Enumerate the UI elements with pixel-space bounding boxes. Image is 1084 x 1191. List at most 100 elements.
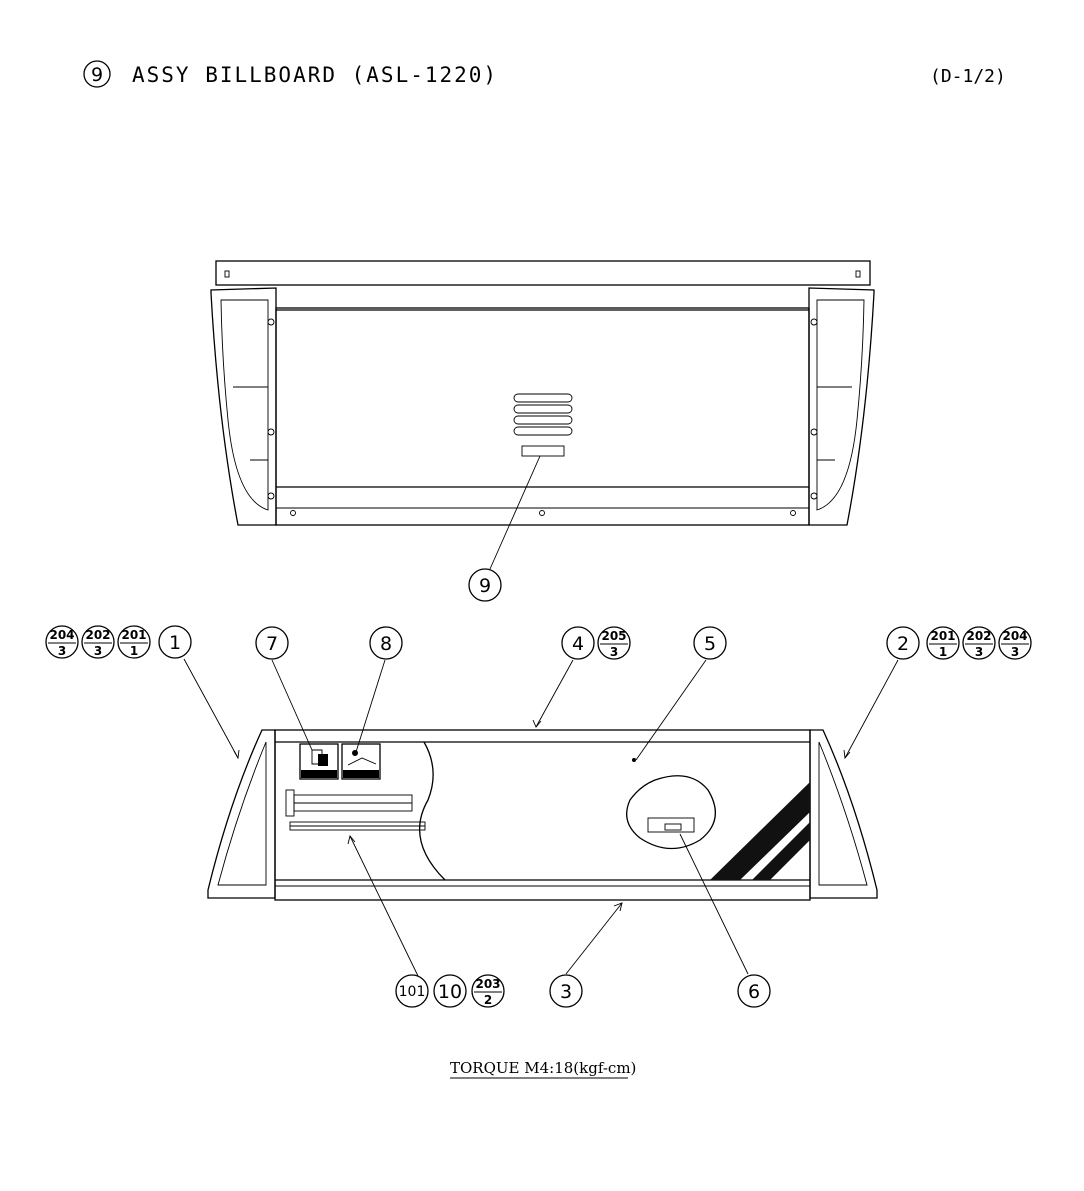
vent-slot bbox=[513, 426, 573, 436]
svg-text:3: 3 bbox=[975, 645, 983, 659]
svg-text:8: 8 bbox=[380, 633, 392, 655]
callout-4 bbox=[561, 626, 595, 660]
svg-text:4: 4 bbox=[572, 633, 584, 655]
warning-label-8 bbox=[341, 743, 381, 780]
left-end-cap-front bbox=[207, 729, 276, 899]
rear-panel bbox=[275, 307, 810, 526]
screw bbox=[267, 318, 275, 326]
cutaway-line bbox=[419, 741, 446, 881]
svg-text:9: 9 bbox=[479, 575, 491, 597]
leader-9 bbox=[489, 455, 541, 570]
svg-text:201: 201 bbox=[930, 629, 955, 643]
svg-text:1: 1 bbox=[130, 644, 138, 658]
fraction-204-3 bbox=[45, 625, 79, 659]
fraction-201-1 bbox=[926, 626, 960, 660]
svg-text:3: 3 bbox=[610, 645, 618, 659]
screw bbox=[810, 492, 818, 500]
svg-text:2: 2 bbox=[897, 633, 909, 655]
callout-101 bbox=[395, 974, 429, 1008]
screw bbox=[539, 510, 545, 516]
callout-2 bbox=[886, 626, 920, 660]
svg-text:204: 204 bbox=[49, 628, 74, 642]
fraction-204-3 bbox=[998, 626, 1032, 660]
svg-text:205: 205 bbox=[601, 629, 626, 643]
callout-5: 5 bbox=[693, 626, 727, 660]
rear-view bbox=[210, 260, 875, 526]
callout-group-right: 2 201 1 202 3 204 3 bbox=[886, 626, 1032, 660]
item-number: 9 bbox=[91, 64, 103, 86]
callout-group-lamp: 101 10 203 2 bbox=[395, 974, 505, 1008]
svg-text:101: 101 bbox=[399, 984, 426, 1000]
svg-text:202: 202 bbox=[966, 629, 991, 643]
connector bbox=[664, 823, 682, 831]
screw bbox=[810, 318, 818, 326]
callout-7: 7 bbox=[255, 626, 289, 660]
svg-text:7: 7 bbox=[266, 633, 278, 655]
footer: TORQUE M4:18(kgf-cm) bbox=[450, 1059, 636, 1079]
connector-housing bbox=[647, 817, 695, 833]
item-number-circle bbox=[83, 60, 111, 88]
svg-text:3: 3 bbox=[1011, 645, 1019, 659]
screw bbox=[790, 510, 796, 516]
page-reference: (D-1/2) bbox=[930, 66, 1006, 87]
callout-group-4: 4 205 3 bbox=[561, 626, 631, 660]
right-end-cap-front bbox=[809, 729, 878, 899]
left-cap-inner bbox=[220, 299, 269, 511]
front-frame bbox=[274, 729, 811, 901]
callout-9: 9 bbox=[468, 568, 502, 602]
callout-8: 8 bbox=[369, 626, 403, 660]
fraction-203-2 bbox=[471, 974, 505, 1008]
callout-3: 3 bbox=[549, 974, 583, 1008]
fluorescent-lamp bbox=[285, 789, 426, 831]
svg-text:202: 202 bbox=[85, 628, 110, 642]
fraction-201-1 bbox=[117, 625, 151, 659]
callout-group-left: 204 3 202 3 201 1 1 bbox=[45, 625, 192, 659]
front-view bbox=[207, 729, 878, 901]
svg-text:1: 1 bbox=[169, 632, 181, 654]
svg-text:10: 10 bbox=[438, 981, 462, 1003]
mounting-bar bbox=[215, 260, 871, 286]
svg-text:2: 2 bbox=[484, 993, 492, 1007]
svg-text:6: 6 bbox=[748, 981, 760, 1003]
screw bbox=[267, 492, 275, 500]
vent-slot bbox=[513, 393, 573, 403]
fraction-205-3 bbox=[597, 626, 631, 660]
svg-text:5: 5 bbox=[704, 633, 716, 655]
mount-hole-left bbox=[224, 270, 230, 278]
item-5-point bbox=[632, 758, 636, 762]
callout-10 bbox=[433, 974, 467, 1008]
detail-window bbox=[626, 775, 716, 850]
svg-text:1: 1 bbox=[939, 645, 947, 659]
vent-grille bbox=[513, 393, 573, 436]
svg-text:3: 3 bbox=[560, 981, 572, 1003]
svg-text:201: 201 bbox=[121, 628, 146, 642]
callout-1 bbox=[158, 625, 192, 659]
right-cap-front-inner bbox=[818, 741, 868, 886]
stripes bbox=[710, 782, 810, 880]
vent-slot bbox=[513, 415, 573, 425]
drawing-title: ASSY BILLBOARD (ASL-1220) bbox=[132, 63, 498, 87]
fraction-202-3 bbox=[81, 625, 115, 659]
header: 9 ASSY BILLBOARD (ASL-1220) (D-1/2) bbox=[83, 60, 1006, 88]
left-cap-front-inner bbox=[217, 741, 267, 886]
svg-text:204: 204 bbox=[1002, 629, 1027, 643]
rear-screws bbox=[267, 318, 818, 516]
mount-hole-right bbox=[855, 270, 861, 278]
callout-6: 6 bbox=[737, 974, 771, 1008]
screw bbox=[810, 428, 818, 436]
vent-slot bbox=[513, 404, 573, 414]
warning-label-7 bbox=[299, 743, 339, 780]
svg-text:3: 3 bbox=[94, 644, 102, 658]
rear-label-plate bbox=[521, 445, 565, 457]
fraction-202-3 bbox=[962, 626, 996, 660]
torque-note: TORQUE M4:18(kgf-cm) bbox=[450, 1059, 636, 1077]
right-end-cap-rear bbox=[808, 287, 875, 526]
left-end-cap-rear bbox=[210, 287, 277, 526]
leaders bbox=[183, 658, 899, 977]
screw bbox=[290, 510, 296, 516]
svg-text:203: 203 bbox=[475, 977, 500, 991]
right-cap-inner bbox=[816, 299, 865, 511]
svg-text:3: 3 bbox=[58, 644, 66, 658]
screw bbox=[267, 428, 275, 436]
